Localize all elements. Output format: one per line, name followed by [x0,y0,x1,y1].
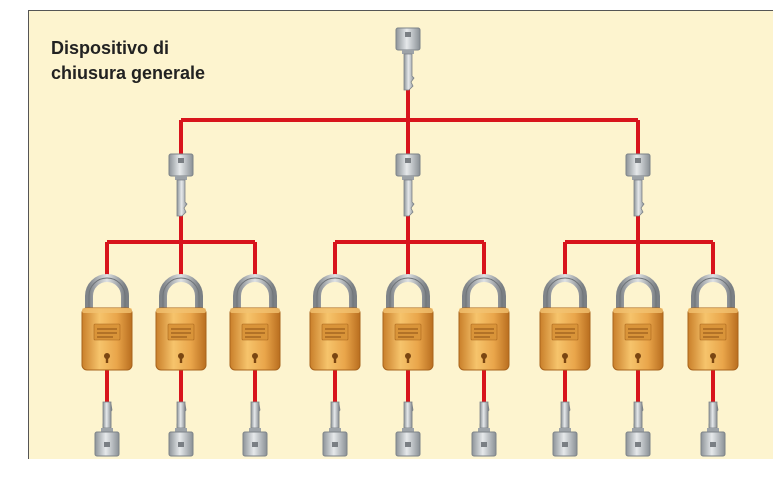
lock-key-icon [700,401,726,457]
title-line-2: chiusura generale [51,63,206,83]
lock-key-icon [395,401,421,457]
group-key-icon [625,153,651,217]
padlock-icon [309,274,361,371]
lock-key-icon [322,401,348,457]
lock-key-icon [625,401,651,457]
lock-key-icon [552,401,578,457]
lock-key-icon [94,401,120,457]
master-key-icon [395,27,421,91]
diagram-panel: Dispositivo di chiusura generale [28,10,773,459]
diagram-nodes [81,27,739,457]
group-key-icon [395,153,421,217]
lock-key-icon [242,401,268,457]
padlock-icon [687,274,739,371]
lock-key-icon [471,401,497,457]
padlock-icon [81,274,133,371]
padlock-icon [612,274,664,371]
padlock-icon [155,274,207,371]
padlock-icon [539,274,591,371]
padlock-icon [382,274,434,371]
padlock-icon [458,274,510,371]
title-line-1: Dispositivo di [51,38,170,58]
group-key-icon [168,153,194,217]
lock-key-icon [168,401,194,457]
diagram-title: Dispositivo di chiusura generale [51,36,205,86]
padlock-icon [229,274,281,371]
